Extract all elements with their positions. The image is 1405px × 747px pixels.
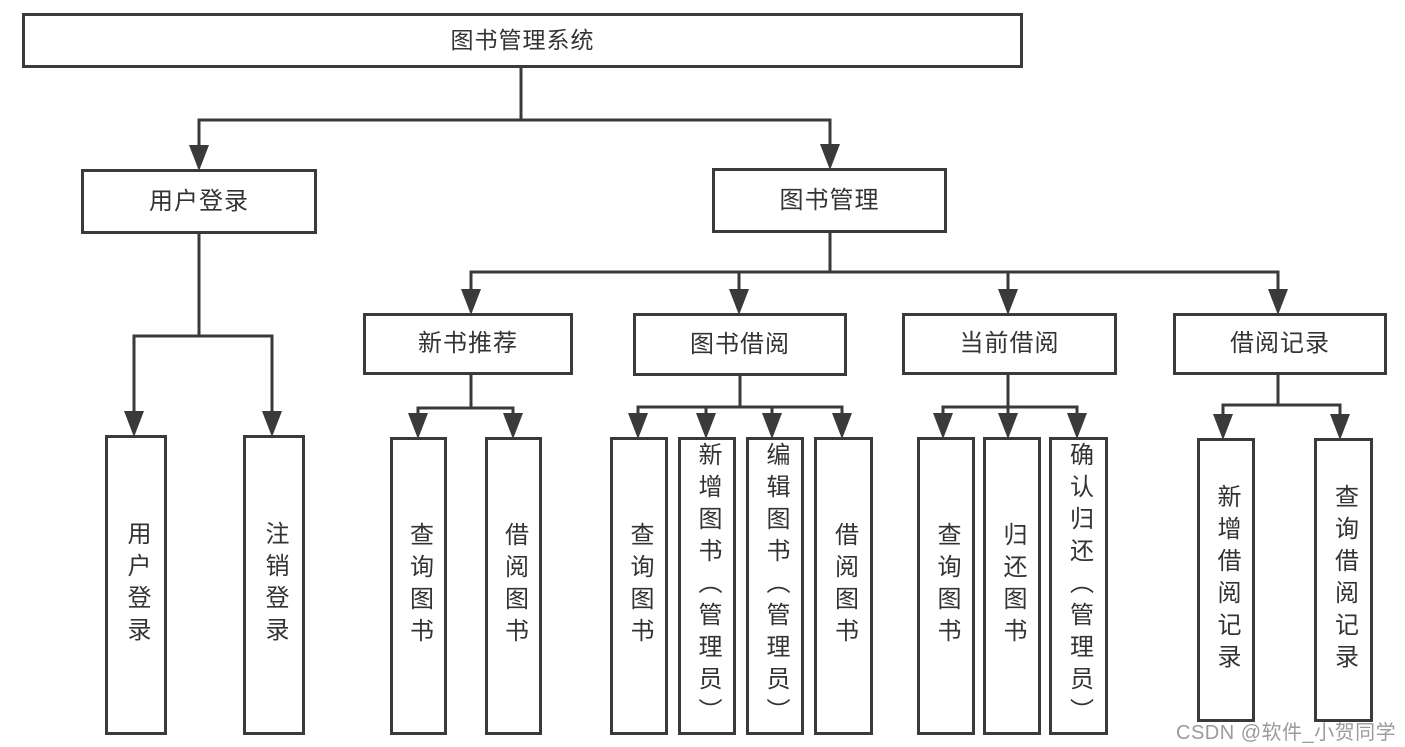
arrowhead-bb-node bbox=[729, 289, 749, 315]
arrowhead-br-node bbox=[1268, 289, 1288, 315]
arrowhead-cb-node bbox=[998, 289, 1018, 315]
arrowhead-leaf-bb-query bbox=[628, 413, 648, 439]
arrowhead-leaf-nbr-query bbox=[408, 413, 428, 439]
arrowhead-leaf-user-login bbox=[124, 411, 144, 437]
leaf-user-login: 用户登录 bbox=[105, 435, 167, 735]
leaf-bb-edit-books-admin: 编辑图书（管理员） bbox=[746, 437, 804, 735]
node-current-borrowing: 当前借阅 bbox=[902, 313, 1117, 375]
node-book-management: 图书管理 bbox=[712, 168, 947, 233]
arrowhead-leaf-logout bbox=[262, 411, 282, 437]
leaf-cb-return-books: 归还图书 bbox=[983, 437, 1041, 735]
leaf-cb-query-books: 查询图书 bbox=[917, 437, 975, 735]
leaf-br-query-record: 查询借阅记录 bbox=[1314, 438, 1373, 722]
leaf-cb-confirm-return-admin: 确认归还（管理员） bbox=[1049, 437, 1108, 735]
watermark: CSDN @软件_小贺同学 bbox=[1176, 722, 1397, 744]
arrowhead-leaf-bb-borrow bbox=[832, 413, 852, 439]
arrowhead-leaf-bb-edit bbox=[762, 413, 782, 439]
arrowhead-leaf-nbr-borrow bbox=[503, 413, 523, 439]
arrowhead-leaf-br-query bbox=[1330, 414, 1350, 440]
arrowhead-user-login-node bbox=[189, 145, 209, 171]
node-book-borrowing: 图书借阅 bbox=[633, 313, 847, 376]
connector-bb-cross bbox=[636, 405, 844, 415]
leaf-bb-borrow-books: 借阅图书 bbox=[814, 437, 873, 735]
connector-user-login-cross bbox=[132, 334, 274, 413]
arrowhead-leaf-cb-confirm bbox=[1067, 413, 1087, 439]
leaf-logout: 注销登录 bbox=[243, 435, 305, 735]
connector-book-mgmt-cross bbox=[469, 270, 1280, 295]
leaf-nbr-query-books: 查询图书 bbox=[390, 437, 447, 735]
connector-root-cross bbox=[197, 118, 832, 147]
connector-br-cross bbox=[1221, 403, 1342, 414]
leaf-br-add-record: 新增借阅记录 bbox=[1197, 438, 1255, 722]
arrowhead-leaf-cb-return bbox=[998, 413, 1018, 439]
arrowhead-nbr-node bbox=[461, 289, 481, 315]
node-user-login: 用户登录 bbox=[81, 169, 317, 234]
connector-cb-cross bbox=[941, 405, 1079, 415]
node-root: 图书管理系统 bbox=[22, 13, 1023, 68]
arrowhead-leaf-bb-add bbox=[696, 413, 716, 439]
arrowhead-book-mgmt-node bbox=[820, 144, 840, 170]
arrowhead-leaf-br-add bbox=[1213, 414, 1233, 440]
node-new-book-recommend: 新书推荐 bbox=[363, 313, 573, 375]
connector-nbr-cross bbox=[416, 406, 515, 415]
leaf-bb-query-books: 查询图书 bbox=[610, 437, 668, 735]
leaf-nbr-borrow-books: 借阅图书 bbox=[485, 437, 542, 735]
arrowhead-leaf-cb-query bbox=[933, 413, 953, 439]
leaf-bb-add-books-admin: 新增图书（管理员） bbox=[678, 437, 736, 735]
node-borrowing-records: 借阅记录 bbox=[1173, 313, 1387, 375]
